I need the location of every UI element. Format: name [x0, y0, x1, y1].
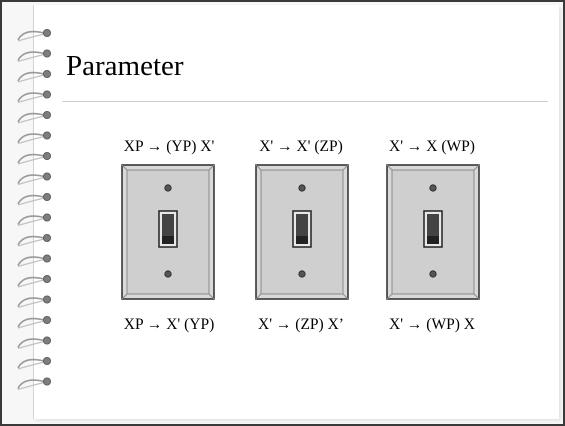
spiral-ring — [17, 233, 52, 247]
toggle-switch-icon — [255, 164, 349, 300]
spiral-ring — [17, 90, 52, 104]
switch-1-bottom-label: XP → X' (YP) — [123, 316, 215, 333]
switch-3-top-label: X' → X (WP) — [389, 138, 475, 155]
switch-2-bottom-label: X' → (ZP) X’ — [258, 316, 344, 333]
switch-2-top-label: X' → X' (ZP) — [259, 138, 343, 155]
spiral-ring — [17, 274, 52, 288]
spiral-ring — [17, 336, 52, 350]
spiral-ring — [17, 131, 52, 145]
switch-1-top-label: XP → (YP) X' — [123, 138, 215, 155]
spiral-binding-icon — [17, 28, 52, 391]
switch-3-bottom-label: X' → (WP) X — [389, 316, 475, 333]
toggle-switch-icon — [121, 164, 215, 300]
spiral-ring — [17, 49, 52, 63]
spiral-ring — [17, 213, 52, 227]
spiral-ring — [17, 254, 52, 268]
spiral-ring — [17, 295, 52, 309]
spiral-ring — [17, 356, 52, 370]
spiral-ring — [17, 111, 52, 124]
spiral-ring — [17, 70, 52, 83]
slide-title: Parameter — [66, 50, 184, 82]
spiral-ring — [17, 172, 52, 186]
spiral-ring — [17, 192, 52, 206]
title-divider — [62, 101, 548, 102]
spiral-ring — [17, 28, 52, 42]
spiral-ring — [17, 151, 52, 165]
toggle-switch-icon — [386, 164, 480, 300]
spiral-ring — [17, 315, 52, 329]
spiral-ring — [17, 377, 52, 391]
